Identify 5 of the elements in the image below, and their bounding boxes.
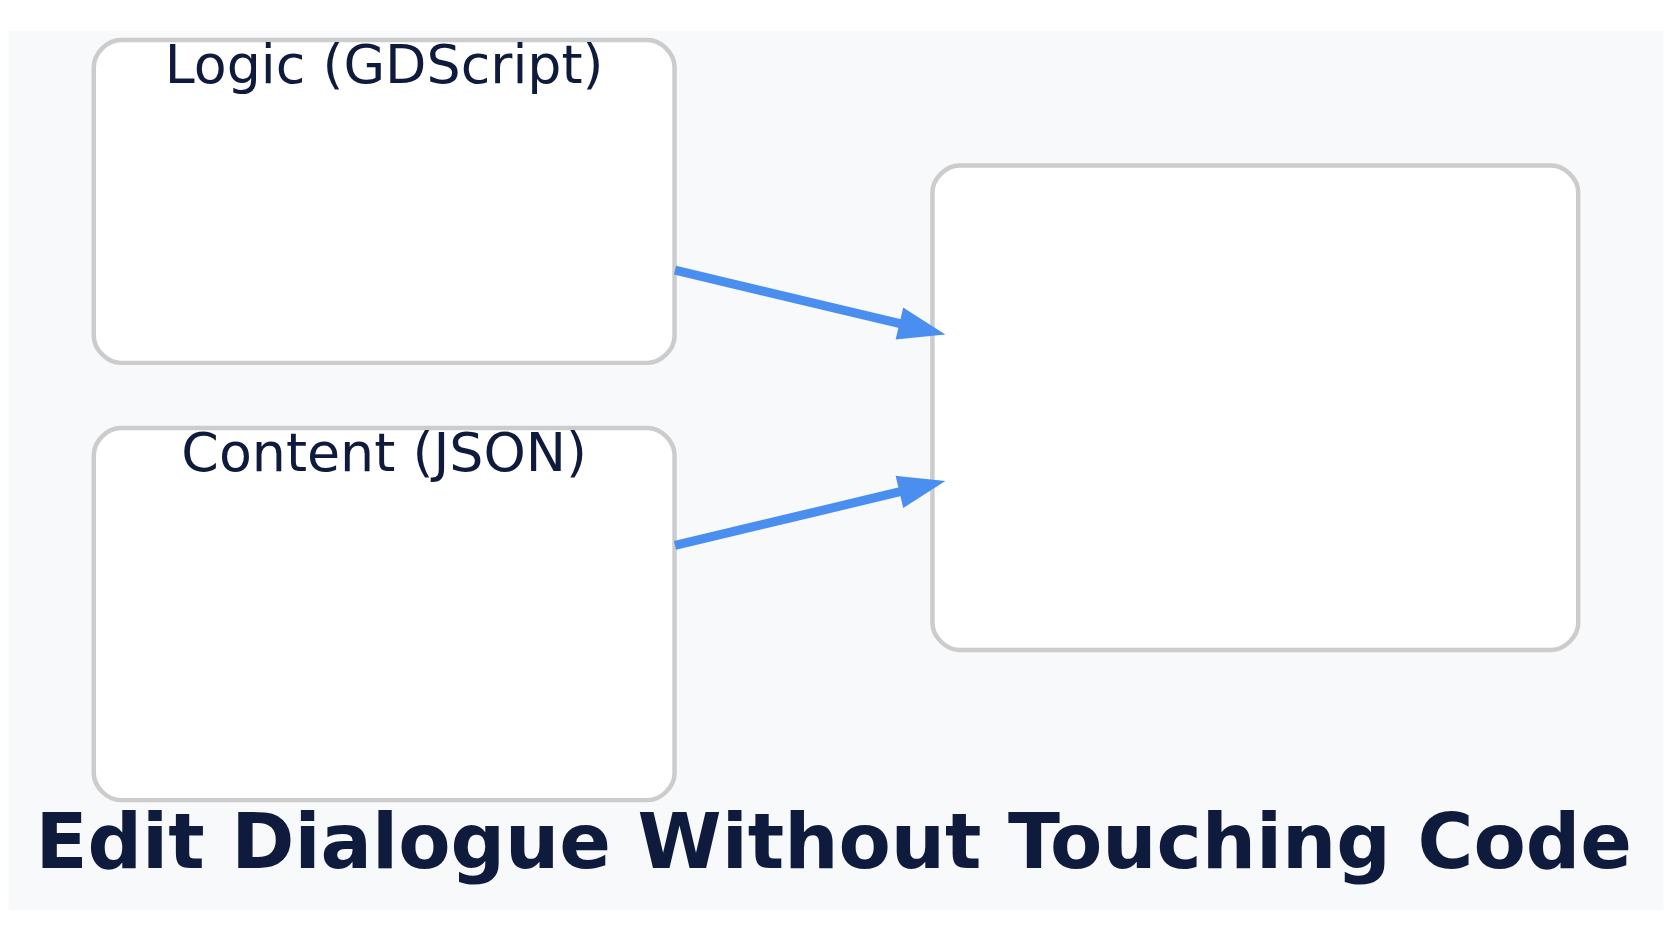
arrow: [673, 265, 946, 340]
node-box: [930, 163, 1581, 653]
node-box: Logic (GDScript): [91, 37, 677, 366]
arrow: [673, 475, 946, 550]
node-box: Content (JSON): [91, 425, 677, 803]
